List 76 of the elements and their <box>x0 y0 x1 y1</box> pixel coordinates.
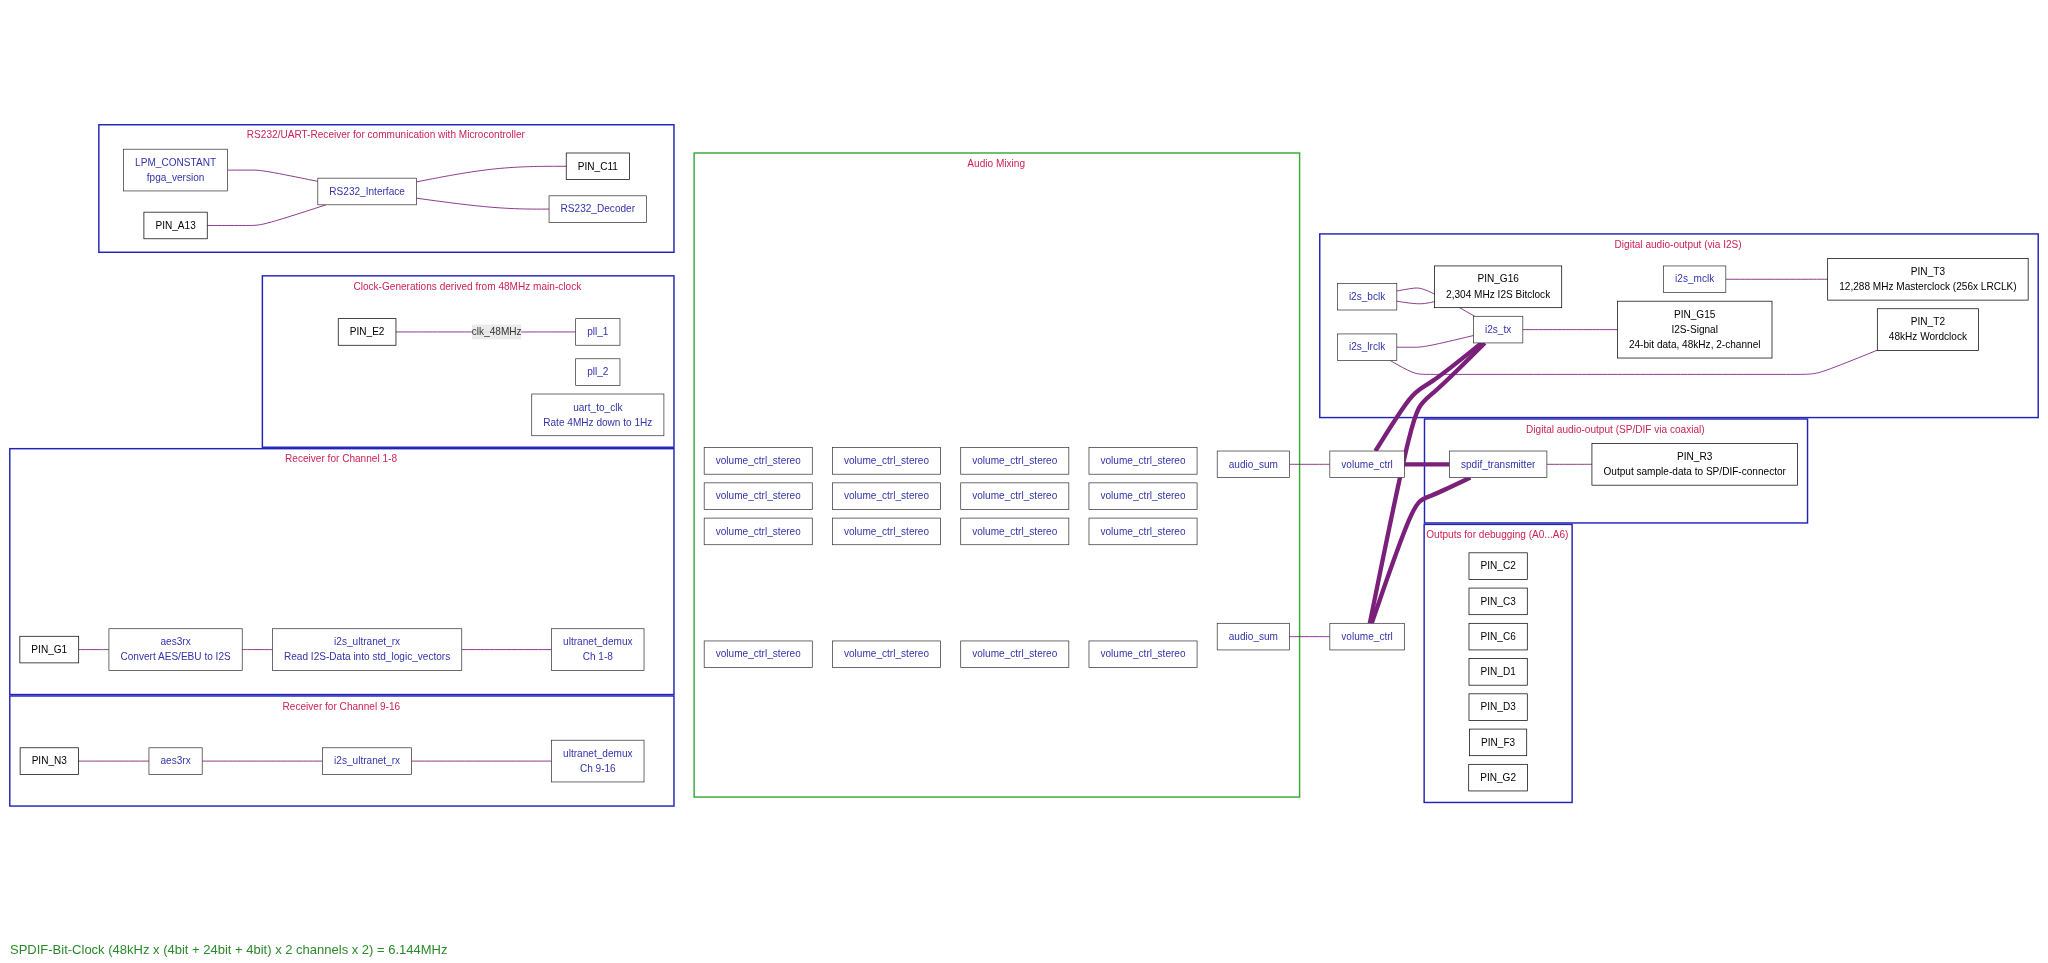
connector <box>1403 461 1450 467</box>
connector <box>461 648 552 650</box>
node-box: volume_ctrl_stereo <box>703 482 813 510</box>
node-box: pll_1 <box>575 317 621 346</box>
connector <box>411 760 552 762</box>
node-box: volume_ctrl_stereo <box>832 640 941 668</box>
node-box: PIN_C6 <box>1468 622 1528 650</box>
connector <box>1396 300 1435 304</box>
connector <box>416 165 567 182</box>
node-box: volume_ctrl_stereo <box>703 640 813 668</box>
node-box: PIN_T2 48kHz Wordclock <box>1876 307 1979 351</box>
node-box: ultranet_demux Ch 9-16 <box>551 739 645 782</box>
node-box: PIN_F3 <box>1469 728 1528 756</box>
connector <box>206 203 327 226</box>
node-box: audio_sum <box>1216 622 1290 650</box>
node-box: i2s_ultranet_rx <box>322 747 412 775</box>
node-box: i2s_ultranet_rx Read I2S-Data into std_logic_vectors <box>272 627 463 671</box>
connector <box>1725 278 1829 280</box>
node-box: PIN_D3 <box>1468 693 1528 721</box>
node-box: PIN_C11 <box>565 152 630 180</box>
connector <box>1396 334 1474 348</box>
connector <box>241 648 273 650</box>
connector <box>1522 328 1618 330</box>
connector <box>416 197 550 210</box>
node-box: volume_ctrl_stereo <box>832 482 941 510</box>
node-box: PIN_G1 <box>19 635 80 663</box>
node-box: audio_sum <box>1216 450 1290 478</box>
node-box: volume_ctrl <box>1329 622 1405 650</box>
node-box: i2s_bclk <box>1337 282 1398 310</box>
connector <box>78 648 110 650</box>
node-box: PIN_T3 12,288 MHz Masterclock (256x LRCLK) <box>1827 257 2029 301</box>
node-box: volume_ctrl_stereo <box>960 640 1070 668</box>
connector <box>78 760 150 762</box>
node-box: PIN_R3 Output sample-data to SP/DIF-connector <box>1591 442 1798 486</box>
connector <box>1546 463 1593 465</box>
node-box: spdif_transmitter <box>1449 450 1548 478</box>
node-box: volume_ctrl_stereo <box>960 482 1070 510</box>
node-box: LPM_CONSTANT fpga_version <box>123 148 228 191</box>
node-box: PIN_N3 <box>19 747 79 775</box>
node-box: volume_ctrl_stereo <box>1088 446 1198 475</box>
node-box: PIN_G2 <box>1468 763 1528 791</box>
node-box: volume_ctrl_stereo <box>960 517 1070 545</box>
node-box: i2s_mclk <box>1663 265 1727 293</box>
node-box: PIN_A13 <box>143 211 208 239</box>
node-box: volume_ctrl_stereo <box>703 446 813 475</box>
node-box: PIN_E2 <box>337 317 397 346</box>
edge-label: clk_48MHz <box>471 325 522 337</box>
node-box: PIN_D1 <box>1468 657 1528 686</box>
node-box: PIN_C2 <box>1468 552 1528 580</box>
connector <box>1289 463 1331 465</box>
node-box: volume_ctrl_stereo <box>1088 517 1198 545</box>
connector <box>1367 341 1487 624</box>
node-box: i2s_tx <box>1473 315 1524 343</box>
connector <box>1389 349 1878 375</box>
node-box: pll_2 <box>575 357 621 386</box>
node-box: volume_ctrl_stereo <box>832 517 941 545</box>
connector <box>1289 635 1331 637</box>
connector <box>201 760 323 762</box>
node-box: i2s_lrclk <box>1337 333 1398 361</box>
node-box: volume_ctrl <box>1329 450 1405 478</box>
connector <box>227 169 319 182</box>
node-box: volume_ctrl_stereo <box>832 446 941 475</box>
node-box: RS232_Decoder <box>548 195 647 223</box>
node-box: ultranet_demux Ch 1-8 <box>551 627 645 671</box>
node-box: PIN_G15 I2S-Signal 24-bit data, 48kHz, 2-channel <box>1617 300 1773 358</box>
node-box: volume_ctrl_stereo <box>960 446 1070 475</box>
node-box: volume_ctrl_stereo <box>1088 640 1198 668</box>
node-box: uart_to_clk Rate 4MHz down to 1Hz <box>531 393 665 436</box>
node-box: volume_ctrl_stereo <box>1088 482 1198 510</box>
node-box: RS232_Interface <box>317 177 417 205</box>
node-box: PIN_C3 <box>1468 587 1528 615</box>
node-box: aes3rx Convert AES/EBU to I2S <box>108 627 243 671</box>
node-box: PIN_G16 2,304 MHz I2S Bitclock <box>1434 265 1563 308</box>
node-box: volume_ctrl_stereo <box>703 517 813 545</box>
note-text: SPDIF-Bit-Clock (48kHz x (4bit + 24bit + 4bit) x 2 channels x 2) = 6.144MHz <box>10 942 448 957</box>
node-box: aes3rx <box>148 747 203 775</box>
